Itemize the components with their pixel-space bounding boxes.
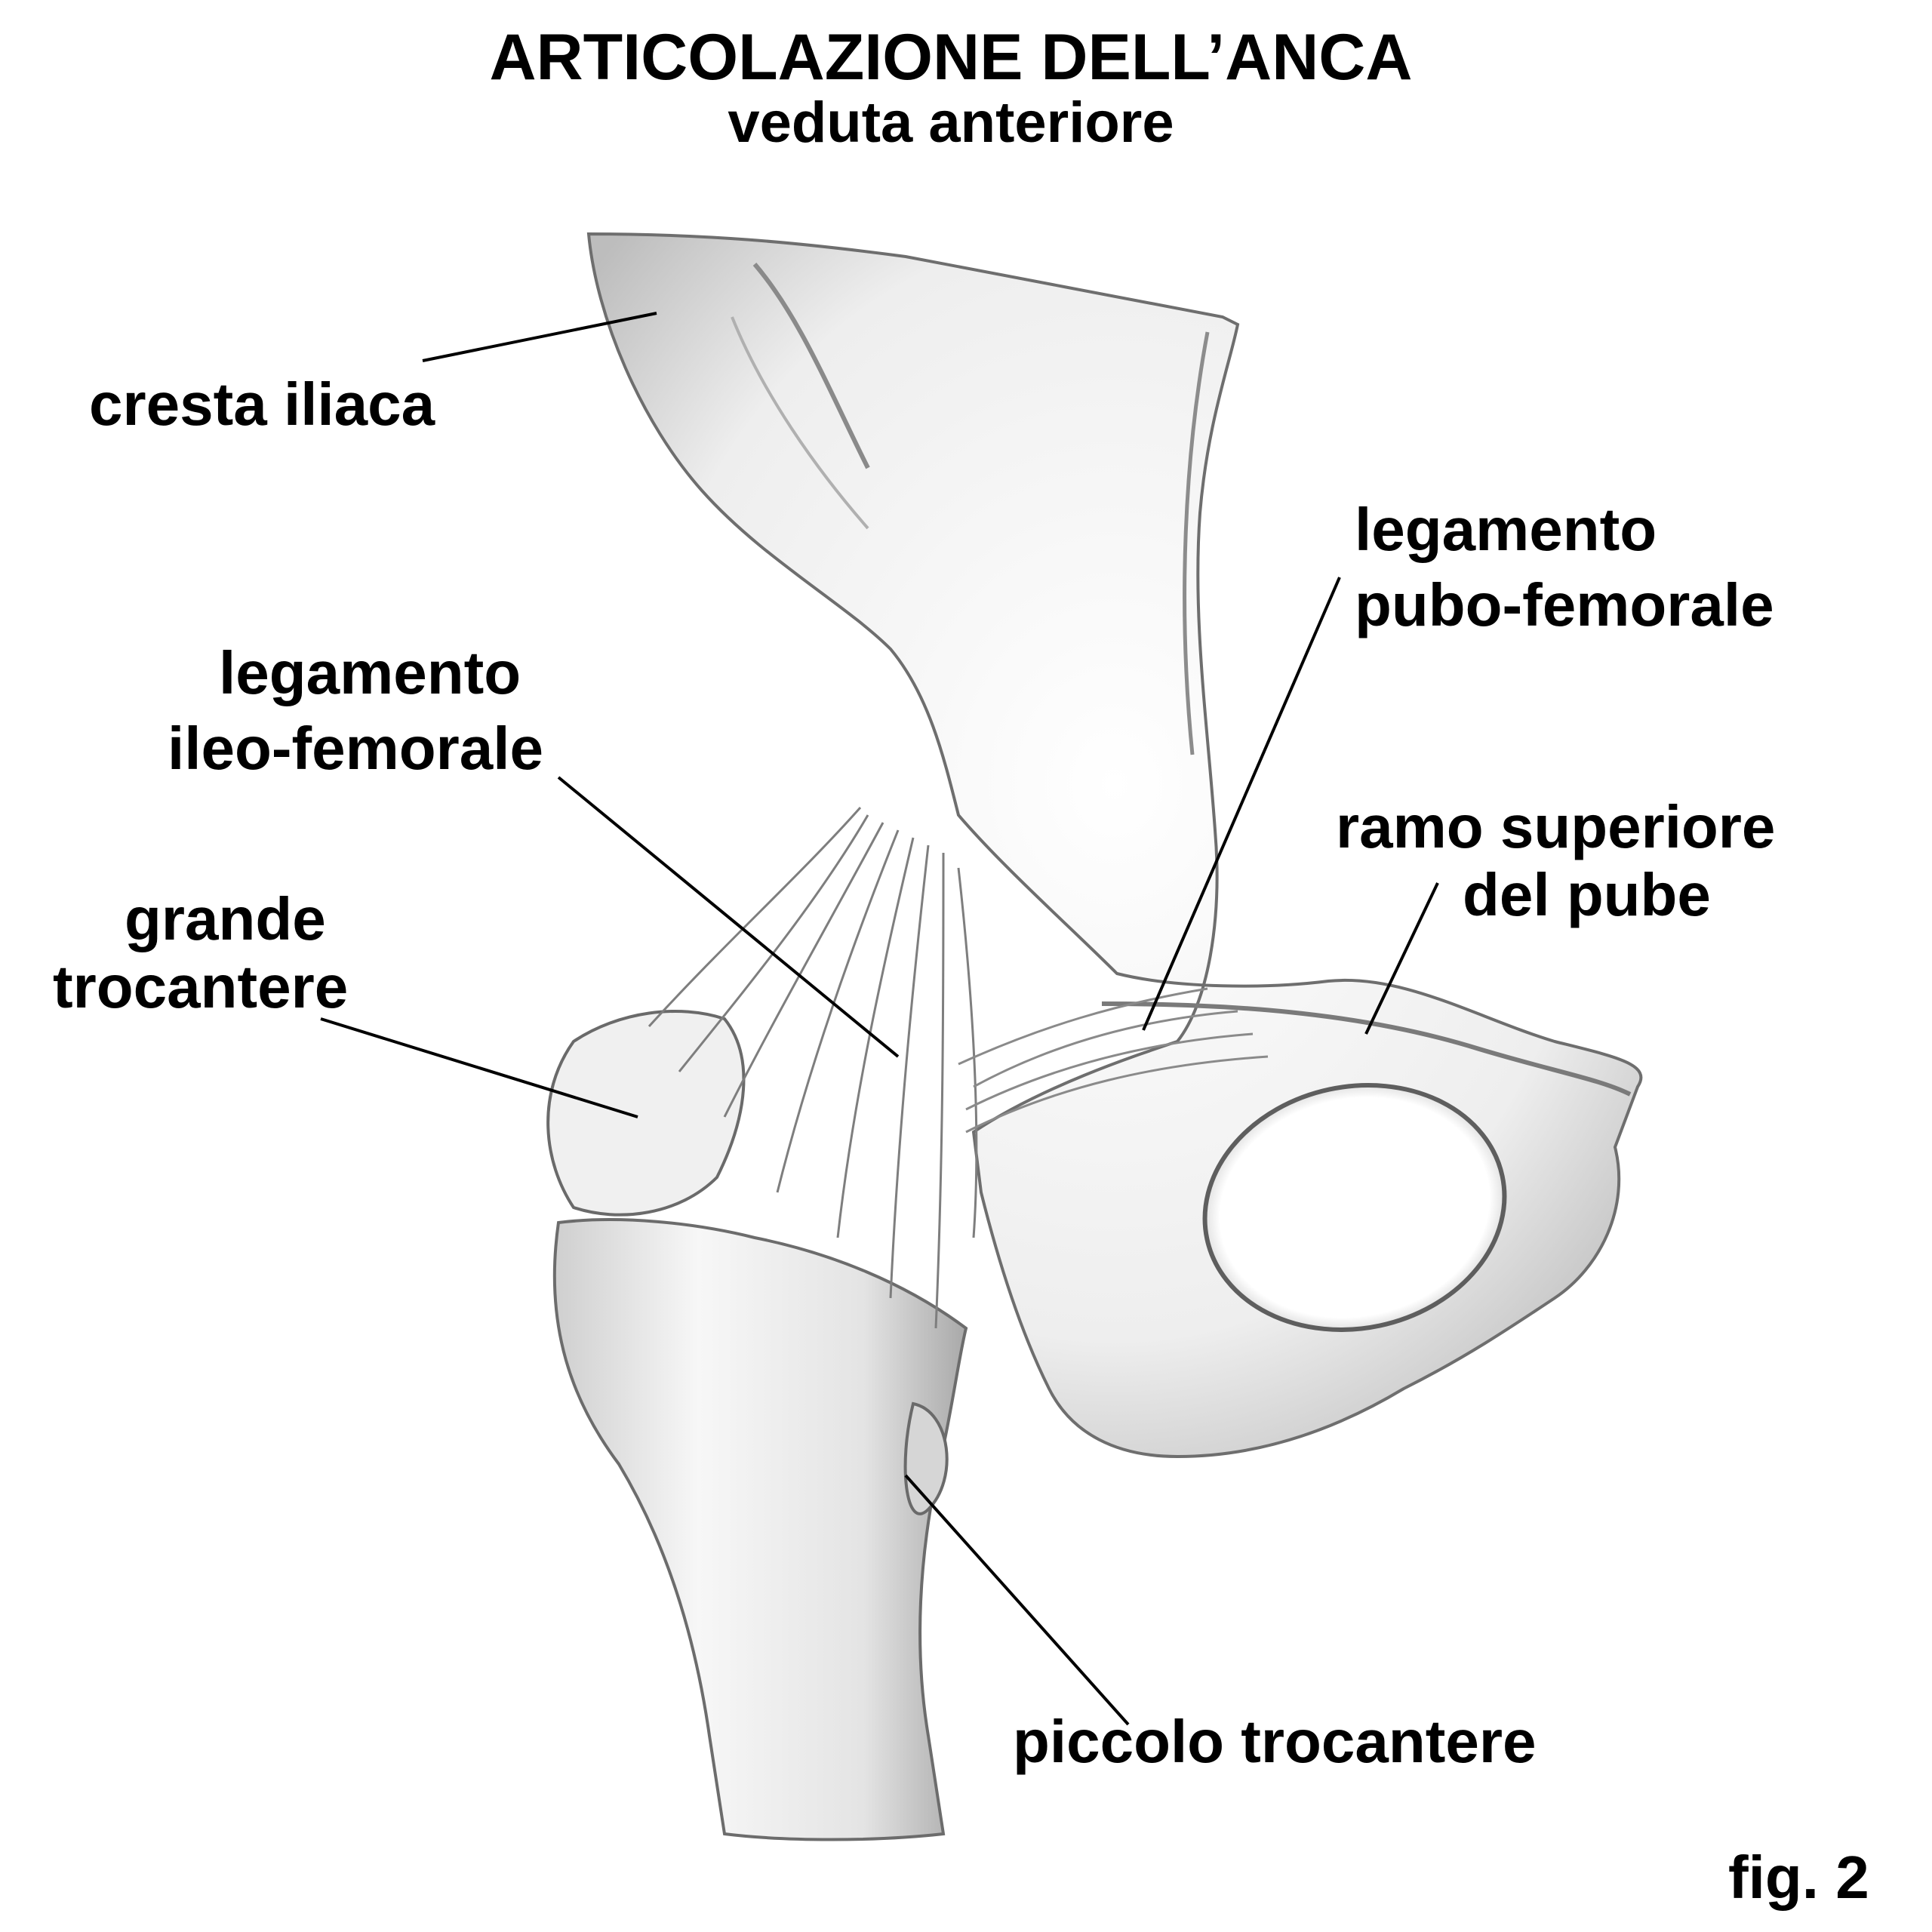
pubo-femoral-ligament [958,987,1269,1134]
label-grande-trocantere-line2: trocantere [53,953,349,1020]
leader-lines [320,312,1439,1726]
leader-line-cresta-iliaca [422,312,657,362]
label-pubo-femorale-line1: legamento [1355,496,1657,563]
leader-line-piccolo-trocantere [904,1474,1130,1726]
obturator-foramen [1202,1083,1507,1332]
label-ileo-femorale-line2: ileo-femorale [168,715,543,782]
superior-pubic-ramus [1101,1001,1632,1097]
label-ramo-superiore-line2: del pube [1463,861,1711,928]
greater-trochanter [546,1010,746,1217]
label-piccolo-trocantere: piccolo trocantere [1013,1708,1537,1775]
label-cresta-iliaca: cresta iliaca [89,371,435,438]
label-pubo-femorale-line2: pubo-femorale [1355,571,1774,638]
diagram-title: ARTICOLAZIONE DELL’ANCA [489,21,1413,94]
leader-line-ileo-femorale [557,776,900,1058]
figure-number: fig. 2 [1728,1844,1869,1911]
femur-bone [552,1218,968,1841]
leader-line-ramo-superiore [1364,882,1439,1035]
diagram-subtitle: veduta anteriore [728,91,1174,155]
label-ileo-femorale-line1: legamento [219,639,521,706]
leader-line-grande-trocantere [320,1017,638,1118]
leader-line-pubo-femorale [1142,577,1341,1031]
label-ramo-superiore-line1: ramo superiore [1336,793,1776,860]
label-grande-trocantere-line1: grande [125,885,326,952]
